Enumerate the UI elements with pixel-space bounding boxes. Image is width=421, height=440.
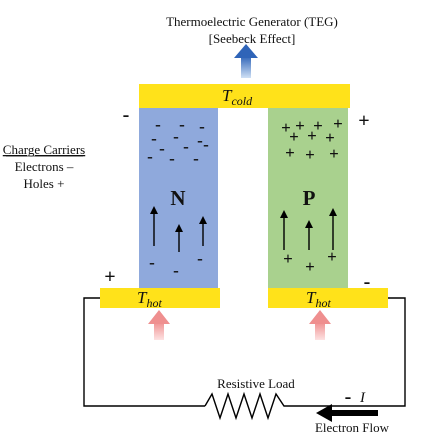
circuit-wire-right [288,297,406,407]
arrow-up-icon [280,210,288,250]
title-line-2: [Seebeck Effect] [209,31,296,46]
p-leg-current-arrows [280,208,337,250]
hole-symbol: + [325,128,335,147]
hole-symbol: + [285,143,295,162]
terminal-sign-top-left: - [123,104,130,126]
resistive-load-icon [204,391,288,421]
p-type-label: P [303,186,316,210]
current-sign: - [345,386,352,408]
electron-symbol: - [183,137,189,156]
hot-plate-left [100,288,220,308]
electron-flow-arrow-icon [316,404,378,422]
electron-symbol: - [197,131,203,150]
electron-symbol: - [147,147,153,166]
electron-symbol: - [197,249,203,268]
arrow-up-icon [305,220,313,250]
legend-holes: Holes + [24,176,65,191]
terminal-sign-bottom-left: + [104,266,115,288]
electron-symbol: - [173,261,179,280]
n-leg-current-arrows [150,206,207,252]
hole-symbol: + [327,247,337,266]
hole-symbol: + [307,126,317,145]
terminal-sign-bottom-right: - [364,271,371,293]
n-type-label: N [170,186,185,210]
hole-symbol: + [333,114,343,133]
arrow-up-icon [150,206,158,246]
cold-plate-label: Tcold [222,86,253,108]
electron-symbol: - [203,135,209,154]
heat-in-arrow-left-icon [148,310,170,340]
electron-flow-label: Electron Flow [315,420,390,435]
p-type-leg [268,108,348,288]
legend-heading: Charge Carriers [3,142,85,157]
arrow-up-icon [175,224,183,252]
p-leg-holes: +++++++++++++ [281,114,343,276]
cold-plate [139,84,350,108]
hole-symbol: + [313,116,323,135]
electron-symbol: - [193,149,199,168]
arrow-up-icon [199,216,207,246]
heat-out-arrow-icon [234,44,258,78]
hole-symbol: + [283,249,293,268]
electron-symbol: - [173,127,179,146]
hole-symbol: + [305,257,315,276]
hole-symbol: + [289,127,299,146]
n-type-leg [139,108,218,288]
electron-symbol: - [149,253,155,272]
electron-symbol: - [151,129,157,148]
hole-symbol: + [295,116,305,135]
current-label: I [359,390,366,406]
electron-symbol: - [169,149,175,168]
electron-symbol: - [155,115,161,134]
hole-symbol: + [305,145,315,164]
hot-plate-right [268,288,388,308]
resistive-load-label: Resistive Load [217,376,295,391]
electron-symbol: - [179,115,185,134]
electron-symbol: - [199,117,205,136]
terminal-sign-top-right: + [358,110,369,132]
heat-in-arrow-right-icon [309,310,331,340]
legend-electrons: Electrons – [15,159,74,174]
arrow-up-icon [329,208,337,250]
hole-symbol: + [281,118,291,137]
electron-symbol: - [159,139,165,158]
n-leg-electrons: --------------- [147,115,209,280]
hot-plate-left-label: Thot [137,288,162,310]
circuit-wire [83,297,205,407]
title-line-1: Thermoelectric Generator (TEG) [166,14,338,29]
hole-symbol: + [329,144,339,163]
hot-plate-right-label: Thot [306,288,331,310]
